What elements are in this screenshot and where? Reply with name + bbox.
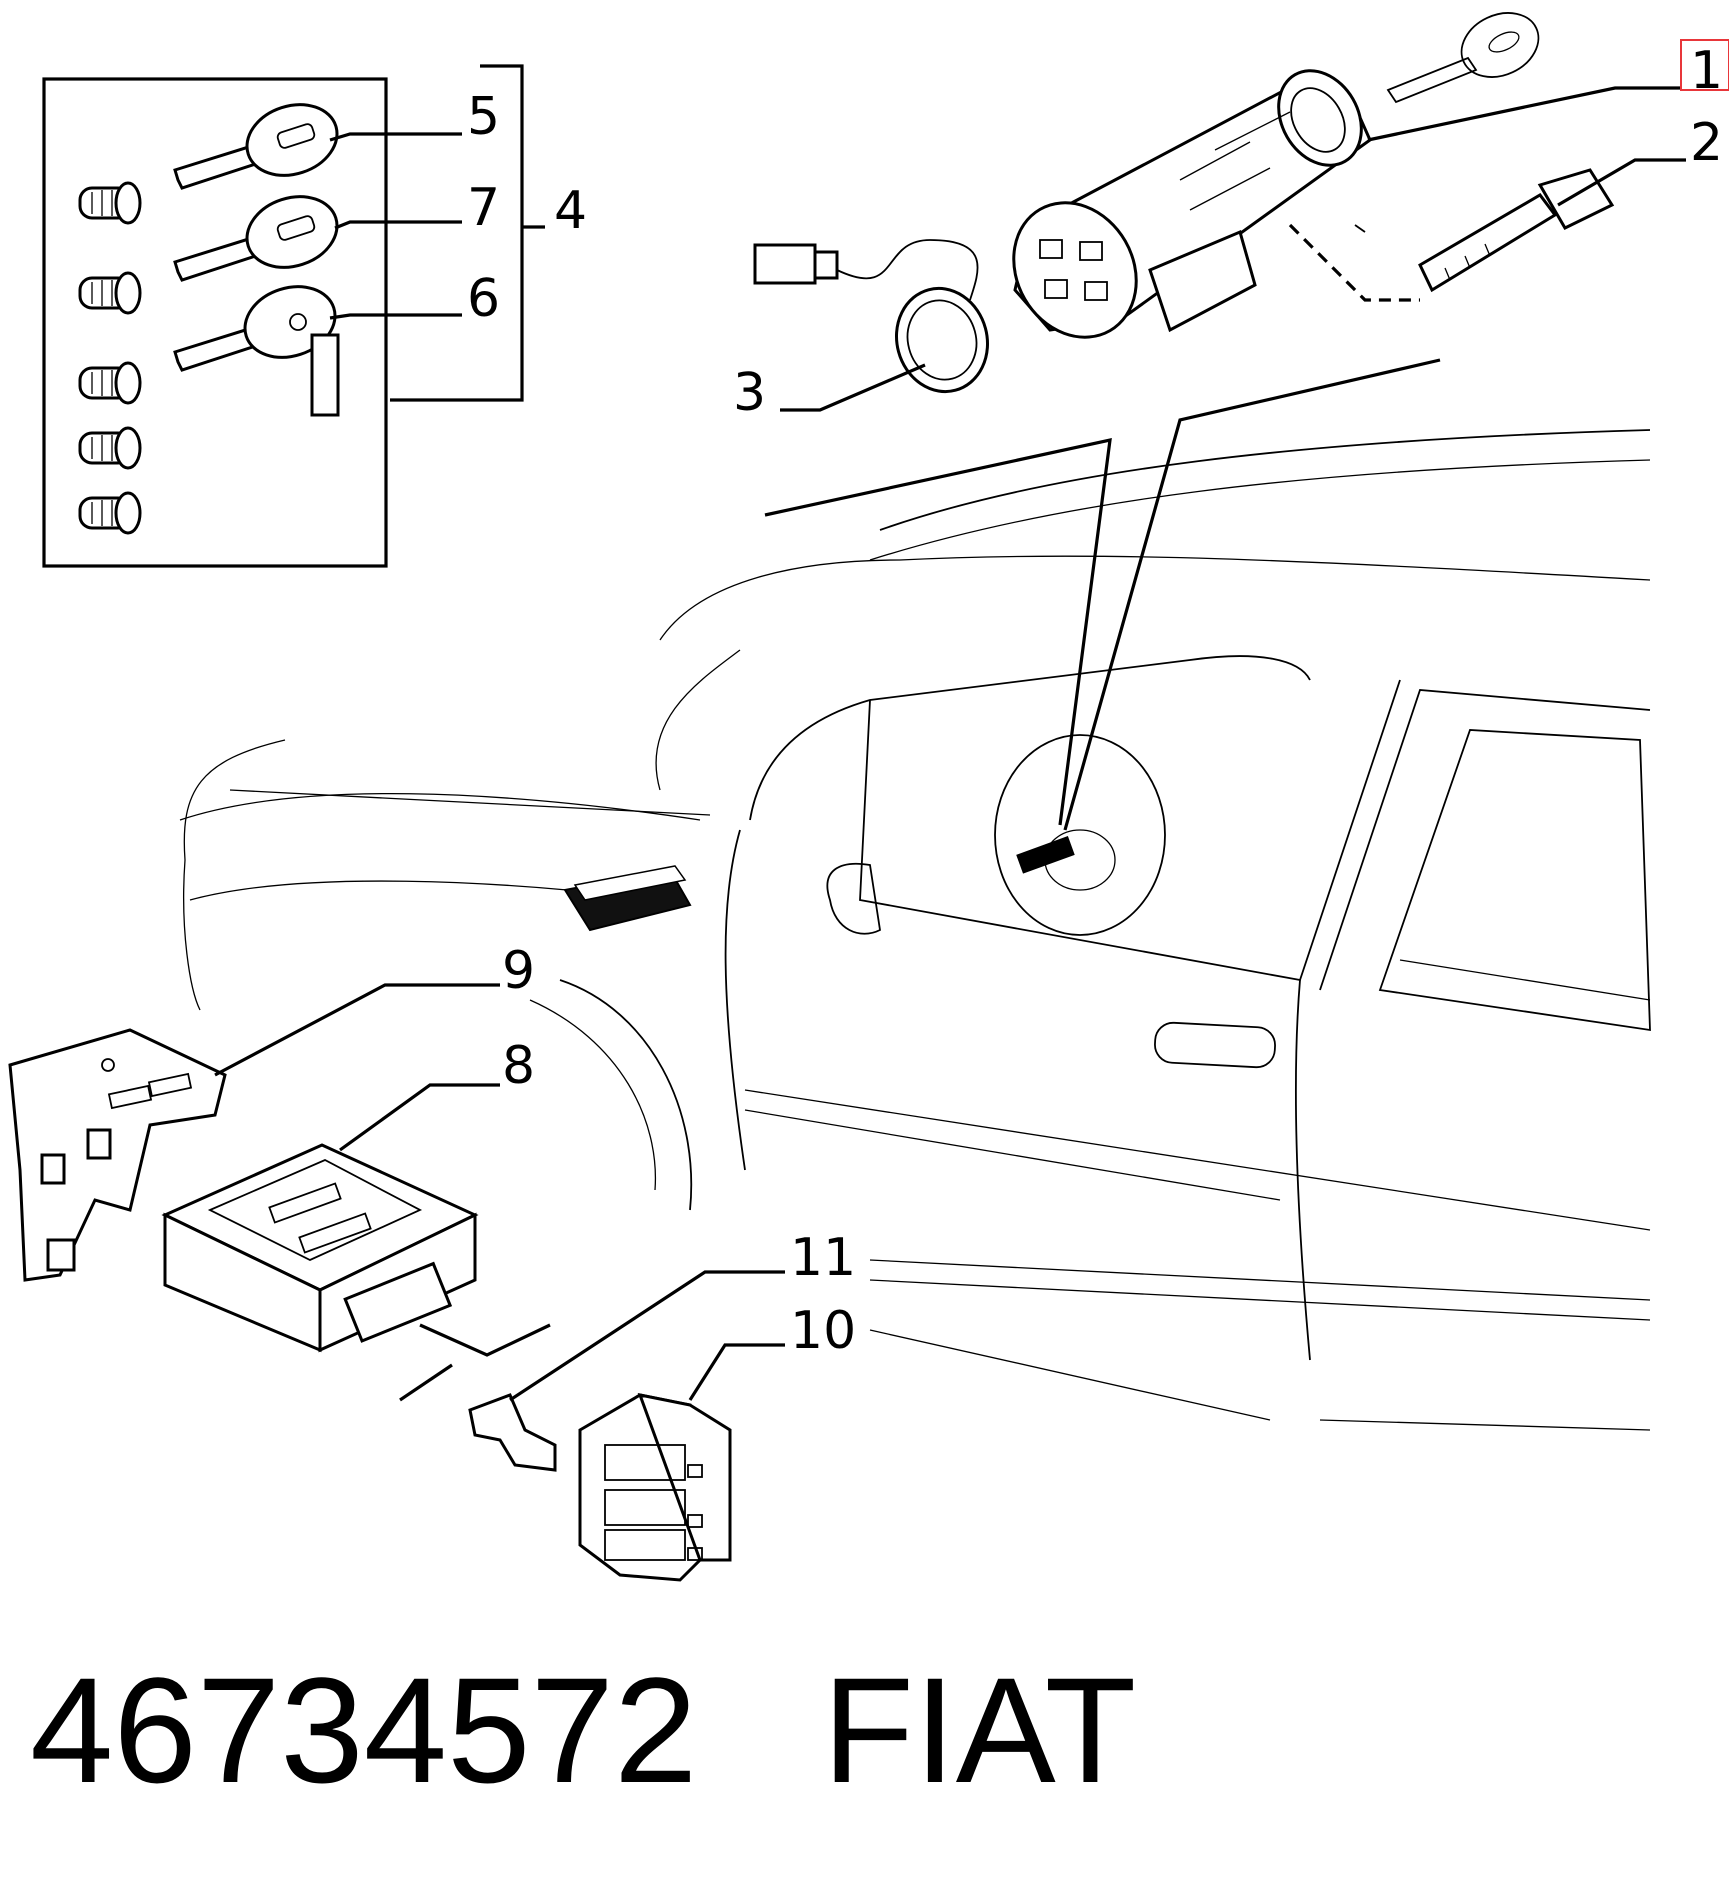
ignition-lock-body — [1012, 69, 1372, 339]
label-4: 4 — [554, 181, 587, 241]
label-10: 10 — [790, 1301, 856, 1361]
part-caption: 46734572 FIAT — [30, 1655, 1136, 1805]
key-5 — [173, 103, 339, 190]
fixing-bolt — [1418, 168, 1615, 293]
mounting-bracket — [8, 1028, 227, 1282]
label-8: 8 — [502, 1036, 535, 1096]
ignition-key — [1386, 12, 1540, 104]
part-number: 46734572 — [30, 1646, 698, 1814]
lock-kit-box — [42, 64, 545, 568]
connector-housing — [578, 1393, 732, 1582]
label-5: 5 — [467, 87, 500, 147]
ignition-wiring-pigtail — [753, 239, 990, 394]
key-7 — [173, 195, 339, 282]
label-7: 7 — [467, 178, 500, 238]
label-1-highlight — [1680, 39, 1729, 91]
label-11: 11 — [790, 1228, 856, 1288]
car-outline — [179, 429, 1651, 1431]
terminal — [468, 1393, 557, 1472]
label-6: 6 — [467, 269, 500, 329]
brand-name: FIAT — [822, 1646, 1137, 1814]
label-3: 3 — [733, 363, 766, 423]
label-1: 1 — [1690, 41, 1723, 101]
control-unit — [161, 1143, 479, 1353]
label-2: 2 — [1690, 113, 1723, 173]
lock-cylinders — [78, 181, 142, 535]
key-6 — [173, 285, 340, 417]
label-9: 9 — [502, 941, 535, 1001]
